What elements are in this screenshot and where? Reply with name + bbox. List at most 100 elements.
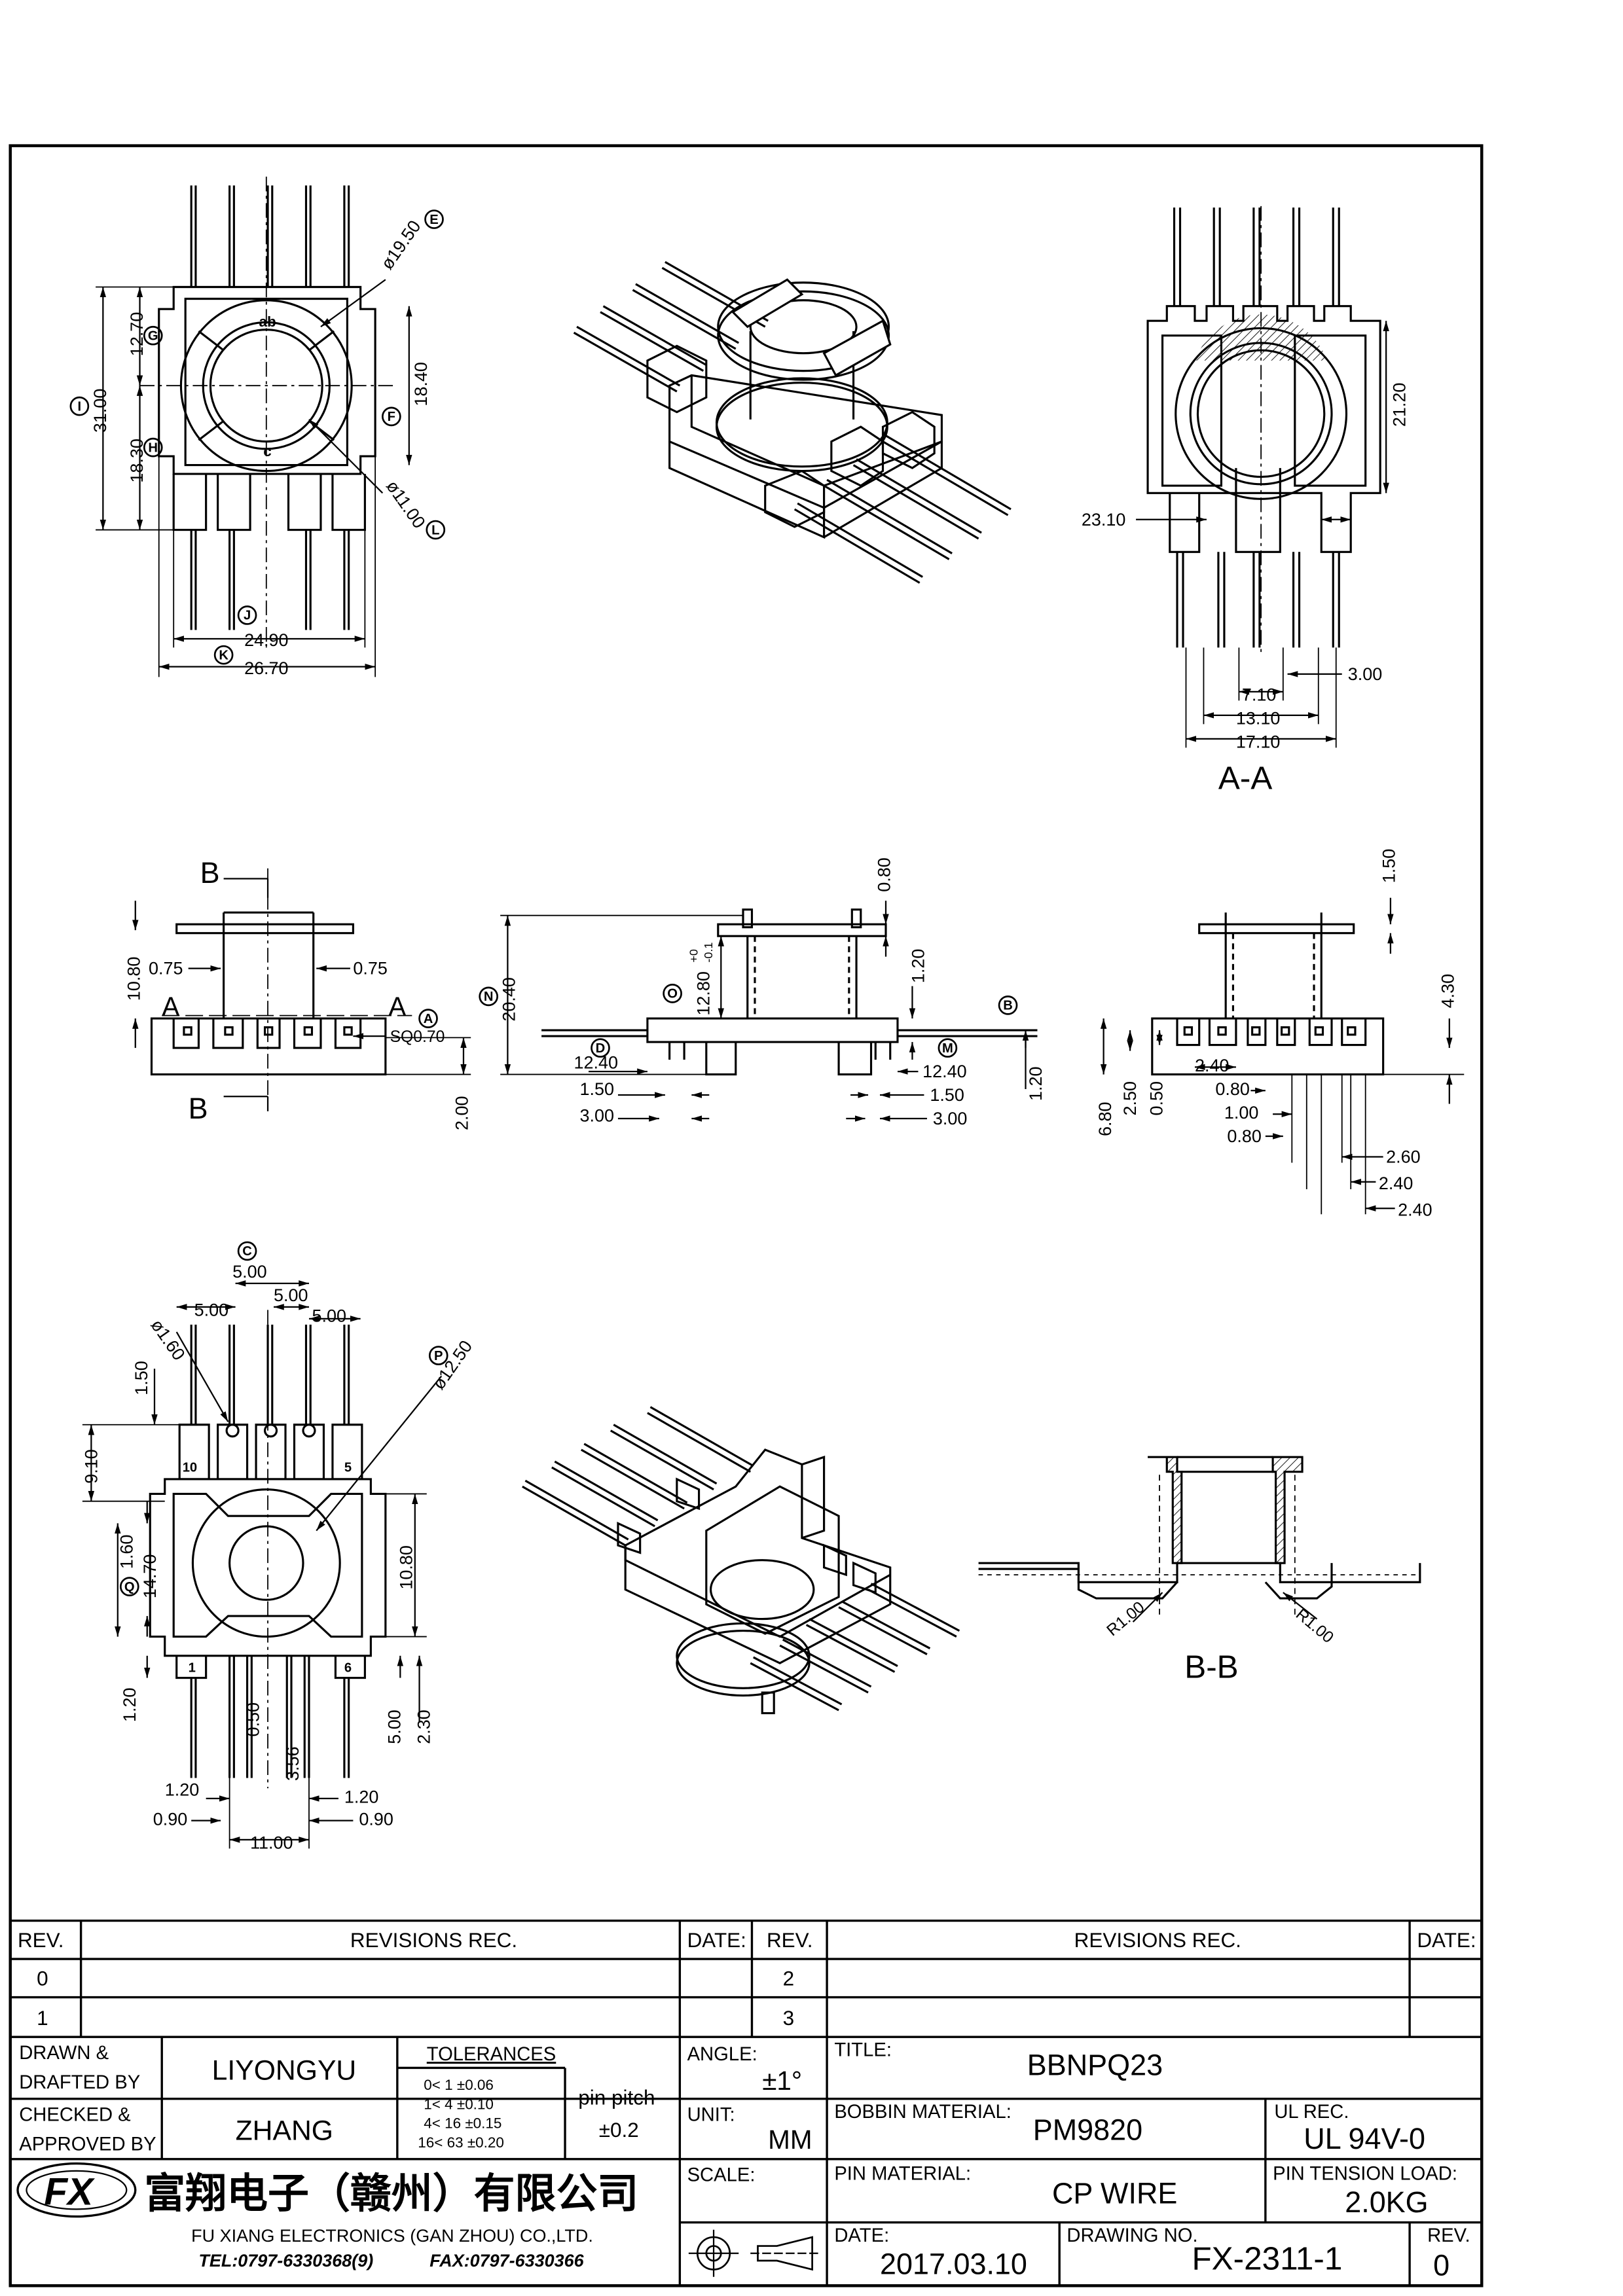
- dim-2-60: 2.60: [1386, 1147, 1420, 1166]
- dim-diameter-12-50: ø12.50: [429, 1336, 477, 1393]
- dim-3-00-left: 3.00: [580, 1106, 614, 1126]
- angle-value: ±1°: [762, 2066, 802, 2096]
- balloon-g: G: [143, 325, 163, 346]
- dim-24-90: 24.90: [244, 630, 288, 650]
- svg-text:P: P: [434, 1349, 443, 1363]
- dim-11-00: 11.00: [250, 1833, 293, 1852]
- middle-right-labels: 1.50 4.30 2.40 0.80 1.00 0.80 6.80 2.50 …: [1095, 849, 1458, 1220]
- rev-label: REV.: [1427, 2225, 1470, 2246]
- section-marker-b-top: B: [200, 856, 220, 889]
- checked-label-line2: APPROVED BY: [19, 2134, 156, 2155]
- pin-pitch-label: pin pitch: [578, 2087, 655, 2109]
- dim-31-00: 31.00: [90, 389, 110, 433]
- dim-21-20: 21.20: [1389, 383, 1409, 427]
- balloon-q: Q: [119, 1577, 139, 1596]
- dim-3-56: 3.56: [283, 1746, 302, 1781]
- rev-value: 0: [1433, 2249, 1450, 2282]
- drawn-label-line2: DRAFTED BY: [19, 2072, 140, 2093]
- dim-20-40: 20.40: [500, 977, 519, 1022]
- dim-0-80-b: 0.80: [1227, 1126, 1261, 1146]
- section-label-b-b: B-B: [1184, 1649, 1238, 1685]
- pin-label-6: 6: [344, 1661, 352, 1676]
- dim-12-80-tol-plus: +0: [687, 949, 700, 963]
- dim-sq0-70: SQ0.70: [390, 1028, 445, 1046]
- svg-text:D: D: [596, 1041, 606, 1056]
- middle-left-view: [132, 868, 471, 1111]
- balloon-f: F: [382, 406, 401, 427]
- dim-1-50: 1.50: [1379, 849, 1399, 884]
- svg-text:J: J: [244, 609, 251, 623]
- rev-row-2: 2: [783, 1967, 795, 1990]
- bottom-center-isometric-view: [522, 1406, 960, 1715]
- top-left-labels: ø19.50 ø11.00 12.70 31.00 18.30 18.40 24…: [90, 217, 431, 678]
- dim-1-20-left: 1.20: [165, 1780, 199, 1799]
- balloon-c: C: [237, 1241, 257, 1261]
- svg-text:L: L: [431, 523, 439, 537]
- dim-2-40-c: 2.40: [1398, 1200, 1432, 1219]
- section-marker-a-left: A: [162, 992, 179, 1022]
- dim-2-00: 2.00: [452, 1096, 472, 1131]
- dim-0-90-right: 0.90: [359, 1809, 393, 1829]
- pin-label-5: 5: [344, 1461, 352, 1475]
- bottom-left-view: [82, 1280, 443, 1849]
- middle-right-view: [1100, 897, 1465, 1215]
- tolerance-row-2: 1< 4 ±0.10: [424, 2096, 494, 2112]
- dim-0-90-left: 0.90: [153, 1809, 187, 1829]
- unit-value: MM: [768, 2125, 812, 2155]
- revisions-header-right: REVISIONS REC.: [1074, 1929, 1241, 1952]
- bobbin-material-label: BOBBIN MATERIAL:: [834, 2102, 1012, 2123]
- date-value: 2017.03.10: [880, 2247, 1027, 2280]
- revisions-header-left: REVISIONS REC.: [350, 1929, 517, 1952]
- dim-17-10: 17.10: [1236, 732, 1280, 751]
- rev-header-left: REV.: [18, 1929, 64, 1952]
- checked-label-line1: CHECKED &: [19, 2104, 131, 2125]
- drawn-by-value: LIYONGYU: [212, 2054, 357, 2086]
- dim-1-20-lower: 1.20: [1026, 1067, 1046, 1102]
- svg-text:H: H: [148, 440, 158, 455]
- drawing-no-label: DRAWING NO.: [1067, 2225, 1197, 2246]
- balloon-m: M: [938, 1038, 958, 1058]
- svg-text:O: O: [667, 987, 678, 1001]
- svg-text:C: C: [242, 1244, 252, 1259]
- balloon-o: O: [663, 984, 682, 1003]
- dim-5-00-vertical: 5.00: [384, 1710, 404, 1744]
- balloon-k: K: [213, 645, 234, 665]
- drawn-label-line1: DRAWN &: [19, 2043, 109, 2064]
- svg-text:G: G: [148, 329, 158, 343]
- label-ab: ab: [259, 314, 276, 330]
- dim-13-10: 13.10: [1236, 708, 1280, 728]
- ul-rec-label: UL REC.: [1274, 2102, 1349, 2123]
- dim-diameter-1-60: ø1.60: [147, 1316, 189, 1364]
- dim-1-60: 1.60: [117, 1535, 136, 1570]
- middle-left-labels: B B A A 0.75 0.75 10.80 SQ0.70 2.00: [124, 856, 472, 1130]
- company-name-chinese: 富翔电子（赣州）有限公司: [144, 2170, 638, 2217]
- svg-text:M: M: [942, 1041, 953, 1056]
- date-header-left: DATE:: [687, 1929, 746, 1952]
- top-center-isometric-view: [573, 260, 1012, 584]
- top-right-labels: 21.20 23.10 3.00 7.10 13.10 17.10 A-A: [1082, 383, 1409, 797]
- dim-4-30: 4.30: [1438, 974, 1458, 1009]
- balloon-d: D: [591, 1038, 610, 1058]
- balloon-markers: E G F H I J K L A B C D M N O P Q: [69, 209, 1018, 1596]
- balloon-a: A: [418, 1009, 438, 1028]
- pin-label-1: 1: [189, 1661, 196, 1676]
- dim-1-50: 1.50: [132, 1361, 151, 1395]
- dim-0-50: 0.50: [244, 1702, 263, 1737]
- dim-12-80: 12.80: [693, 971, 713, 1016]
- bottom-left-labels: 5.00 5.00 5.00 5.00 ø1.60 ø12.50 1.50 9.…: [81, 1262, 476, 1853]
- dim-1-20-upper: 1.20: [908, 949, 928, 984]
- tolerance-row-4: 16< 63 ±0.20: [418, 2134, 504, 2151]
- pin-tension-value: 2.0KG: [1345, 2185, 1428, 2219]
- balloon-h: H: [143, 437, 163, 457]
- label-c: c: [263, 443, 271, 459]
- dim-1-00: 1.00: [1224, 1103, 1258, 1122]
- dim-18-30: 18.30: [127, 439, 147, 483]
- top-left-view: [96, 176, 412, 677]
- middle-center-labels: 0.80 20.40 12.80 +0 -0.1 1.20 12.40 1.50…: [500, 857, 1046, 1128]
- pin-tension-label: PIN TENSION LOAD:: [1273, 2163, 1457, 2184]
- dim-5-00-top: 5.00: [232, 1262, 266, 1282]
- tolerances-title: TOLERANCES: [427, 2044, 556, 2065]
- rev-header-right: REV.: [767, 1929, 813, 1952]
- bottom-right-section-view: [978, 1456, 1421, 1623]
- balloon-n: N: [479, 986, 499, 1007]
